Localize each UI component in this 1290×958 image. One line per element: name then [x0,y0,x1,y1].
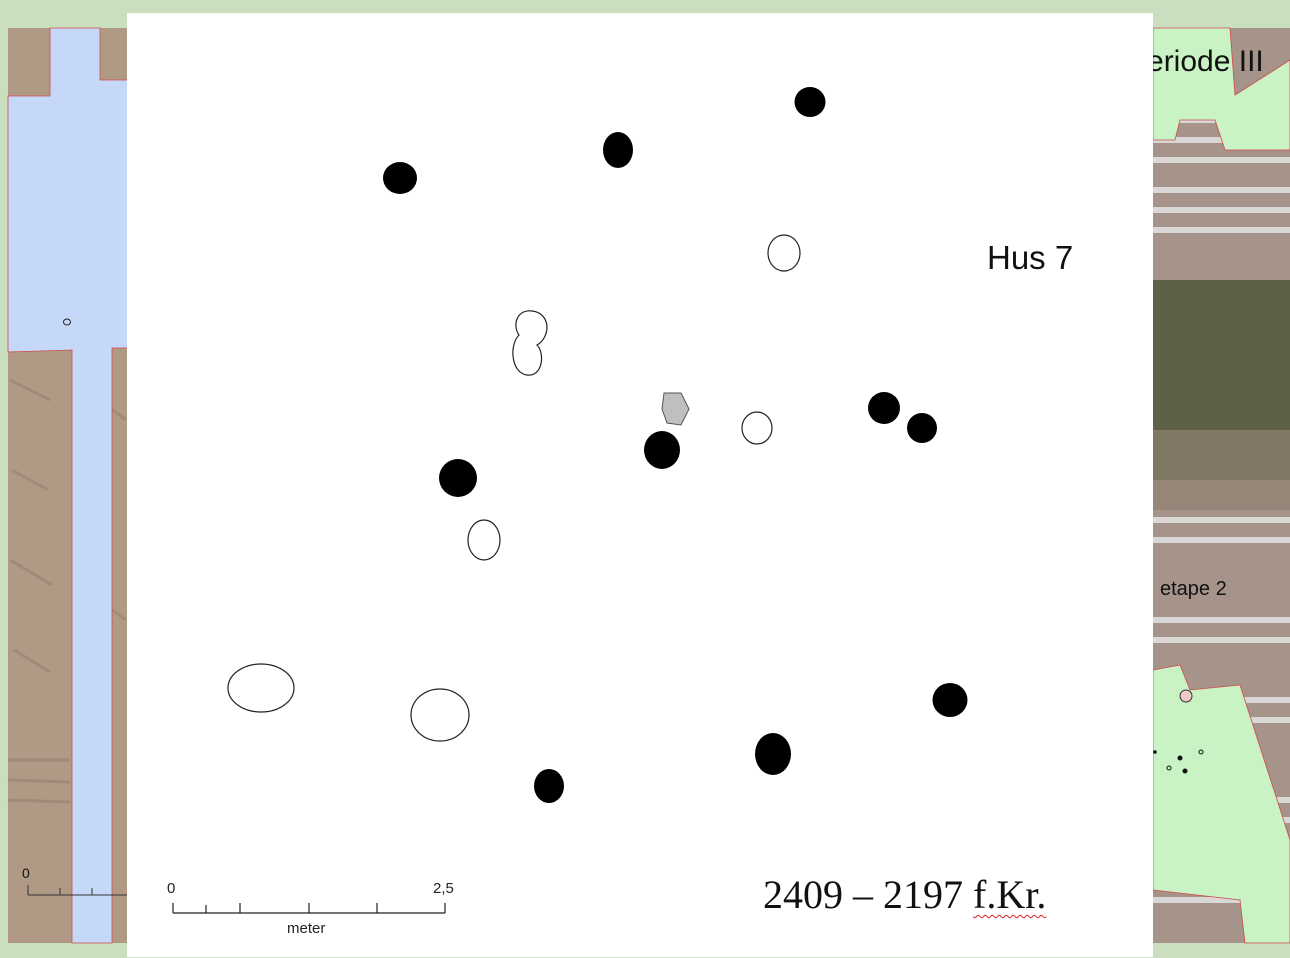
date-years: 2409 – 2197 [763,872,963,917]
excavation-area-blue [7,27,129,944]
posthole-dot [1153,750,1157,754]
posthole-dot [1198,749,1204,755]
scale-start-label: 0 [167,880,176,897]
excavation-area-green-bottom [1152,664,1290,944]
posthole-filled [534,769,564,803]
posthole-open [741,411,773,445]
posthole-filled [644,431,680,469]
posthole-pink [1179,689,1193,703]
left-scale-fragment [27,885,128,896]
scale-bar [172,903,446,914]
posthole-filled [603,132,633,168]
posthole-open [467,519,501,561]
posthole-open-double [512,310,548,376]
background-stage-label: etape 2 [1160,578,1227,600]
date-suffix: f.Kr. [973,872,1047,917]
posthole-filled [932,683,968,717]
posthole-filled [907,413,937,443]
excavation-area-green-top [1152,27,1290,151]
posthole-dot [1182,768,1188,774]
posthole-open [227,663,295,713]
posthole-dot [1166,765,1172,771]
posthole-plan [172,87,968,914]
feature-grey [661,392,690,426]
posthole-open [767,234,801,272]
scale-end-label: 2,5 [433,880,454,897]
house-plan-panel: Hus 7 0 2,5 meter 2409 – 2197 f.Kr. [127,13,1153,957]
background-scale-zero: 0 [22,865,30,881]
posthole-small [63,318,71,326]
posthole-filled [868,392,900,424]
posthole-dot [1177,755,1183,761]
posthole-filled [794,87,826,117]
scale-unit-label: meter [287,920,326,937]
background-period-label: Periode III [1153,45,1264,78]
date-range: 2409 – 2197 f.Kr. [763,871,1046,918]
house-label: Hus 7 [987,239,1074,276]
posthole-filled [439,459,477,497]
soil-patch [1153,430,1290,510]
posthole-filled [755,733,791,775]
posthole-filled [383,162,417,194]
posthole-open [410,688,470,742]
